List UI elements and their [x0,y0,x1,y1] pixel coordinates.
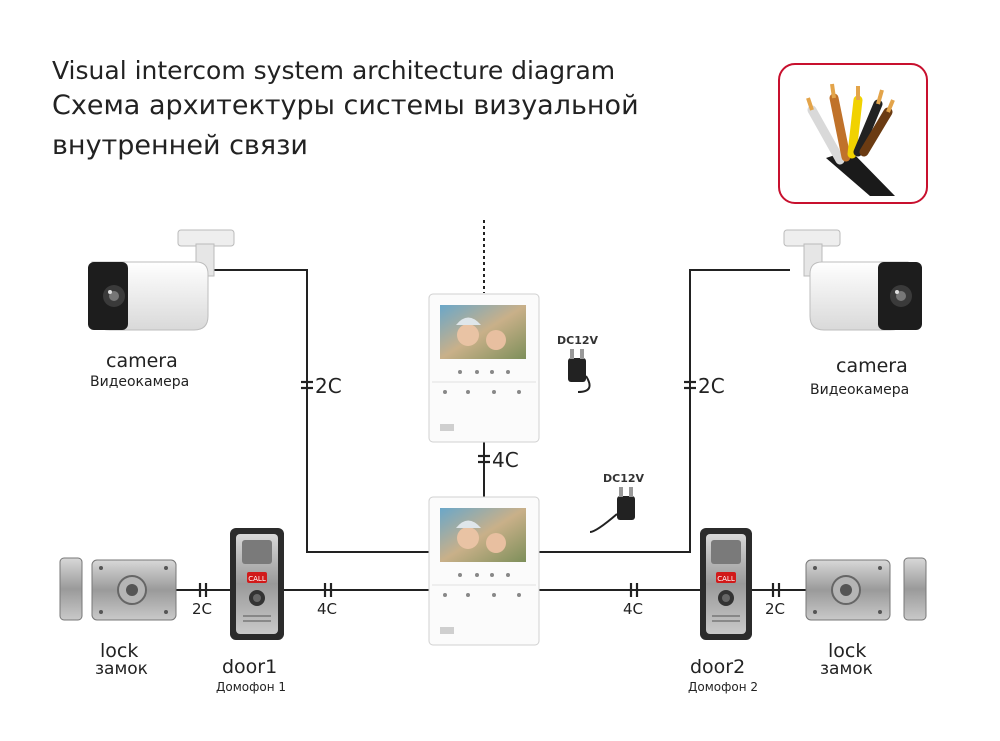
camera-left [88,229,235,331]
wire-camera-left [212,269,432,553]
camera-right-label: camera [836,355,908,377]
wire-label-door2: 4C [623,600,644,618]
wire-label-lock-right: 2C [765,600,786,618]
cable-image [778,63,928,204]
lock-left [59,557,177,621]
monitor-bottom [428,496,540,646]
power-adapter-bottom [589,487,635,533]
lock-right-sublabel: замок [820,659,873,679]
wire-label-monitors: 4C [492,448,519,472]
camera-right [783,229,922,331]
door2-label: door2 [690,656,746,678]
wires [176,220,806,591]
lock-left-sublabel: замок [95,659,148,679]
wire-camera-right [537,269,790,553]
monitor-top [428,293,540,443]
door-station-2 [700,528,752,640]
wire-label-door1: 4C [317,600,338,618]
power-label-top: DC12V [557,334,599,347]
door1-sublabel: Домофон 1 [216,680,287,694]
title-russian-line2: внутренней связи [52,130,308,161]
title-english: Visual intercom system architecture diag… [52,56,616,85]
wire-label-camera-right: 2C [698,374,725,398]
lock-right-label: lock [828,640,867,662]
power-adapter-top [568,349,591,393]
camera-left-label: camera [106,350,178,372]
power-label-bottom: DC12V [603,472,645,485]
wire-markers [198,380,781,597]
door1-call-label: CALL [248,575,266,583]
door1-label: door1 [222,656,278,678]
camera-right-sublabel: Видеокамера [810,382,910,398]
lock-right [805,557,927,621]
camera-left-sublabel: Видеокамера [90,374,190,390]
lock-left-label: lock [100,640,139,662]
door-station-1 [230,528,284,640]
wire-label-camera-left: 2C [315,374,342,398]
title-russian-line1: Схема архитектуры системы визуальной [52,90,639,121]
wire-label-lock-left: 2C [192,600,213,618]
door2-sublabel: Домофон 2 [688,680,759,694]
door2-call-label: CALL [717,575,735,583]
